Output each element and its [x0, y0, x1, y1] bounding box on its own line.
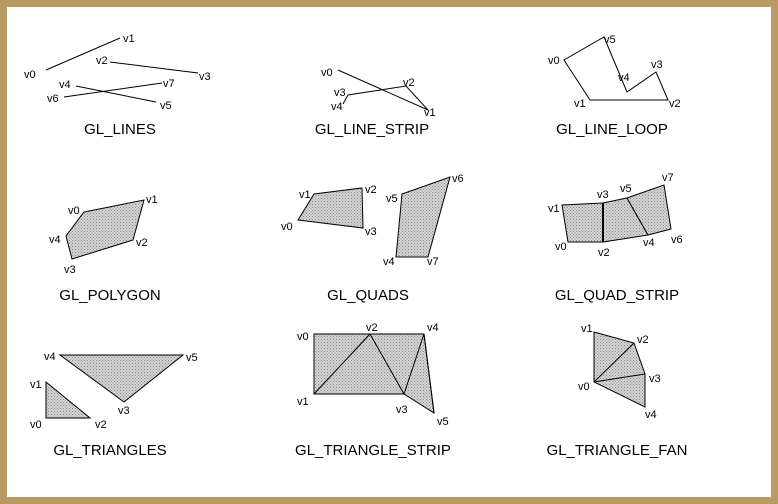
vertex-label: v4: [331, 101, 343, 113]
line-v6-v7: [63, 82, 163, 98]
vertex-label: v6: [671, 234, 683, 246]
panel-gl-triangle-strip: [313, 333, 435, 414]
vertex-label: v3: [396, 404, 408, 416]
vertex-label: v1: [297, 396, 309, 408]
vertex-label: v2: [403, 77, 415, 89]
vertex-label: v2: [136, 237, 148, 249]
vertex-label: v3: [649, 373, 661, 385]
vertex-label: v4: [59, 79, 71, 91]
vertex-label: v2: [365, 184, 377, 196]
vertex-label: v3: [651, 59, 663, 71]
vertex-label: v0: [555, 241, 567, 253]
quad-v4-v7: [395, 176, 451, 258]
vertex-label: v7: [427, 256, 439, 268]
vertex-label: v3: [334, 87, 346, 99]
triangle-fan-edges: [593, 342, 646, 383]
vertex-label: v5: [604, 34, 616, 46]
panel-gl-polygon: [65, 199, 145, 260]
vertex-label: v2: [96, 55, 108, 67]
vertex-label: v2: [598, 247, 610, 259]
vertex-label: v7: [662, 172, 674, 184]
vertex-label: v0: [578, 381, 590, 393]
vertex-label: v1: [30, 379, 42, 391]
vertex-label: v7: [163, 78, 175, 90]
primitive-label: GL_QUAD_STRIP: [555, 287, 679, 304]
vertex-label: v1: [299, 189, 311, 201]
primitive-label: GL_LINE_STRIP: [315, 121, 429, 138]
primitive-label: GL_LINES: [84, 121, 156, 138]
vertex-label: v0: [24, 69, 36, 81]
vertex-label: v1: [581, 323, 593, 335]
vertex-label: v5: [386, 193, 398, 205]
primitive-label: GL_LINE_LOOP: [556, 121, 668, 138]
quad-strip-q1: [561, 202, 604, 243]
vertex-label: v2: [669, 98, 681, 110]
vertex-label: v0: [548, 55, 560, 67]
vertex-label: v1: [146, 194, 158, 206]
vertex-label: v0: [281, 221, 293, 233]
line-v0-v1: [45, 37, 121, 71]
triangle-v3-v5: [58, 354, 185, 403]
vertex-label: v5: [620, 183, 632, 195]
vertex-label: v4: [427, 322, 439, 334]
triangle-v0-v2: [45, 380, 92, 419]
vertex-label: v5: [160, 100, 172, 112]
vertex-label: v1: [548, 203, 560, 215]
vertex-label: v3: [118, 405, 130, 417]
vertex-label: v5: [437, 416, 449, 428]
vertex-label: v2: [637, 334, 649, 346]
vertex-label: v1: [123, 33, 135, 45]
panel-gl-line-strip: [337, 69, 429, 111]
vertex-label: v2: [95, 419, 107, 431]
vertex-label: v0: [321, 67, 333, 79]
vertex-label: v4: [383, 256, 395, 268]
quad-v0-v3: [297, 187, 364, 229]
vertex-label: v6: [452, 173, 464, 185]
panel-gl-lines: [45, 37, 199, 103]
line-v2-v3: [109, 61, 199, 74]
panel-gl-triangle-fan: [593, 331, 646, 408]
vertex-label: v3: [64, 264, 76, 276]
vertex-label: v4: [49, 234, 61, 246]
vertex-label: v0: [30, 419, 42, 431]
vertex-label: v3: [199, 71, 211, 83]
vertex-label: v3: [597, 189, 609, 201]
vertex-label: v1: [424, 107, 436, 119]
vertex-label: v0: [297, 331, 309, 343]
line-v4-v5: [75, 85, 157, 103]
primitive-label: GL_TRIANGLES: [53, 442, 166, 459]
vertex-label: v2: [366, 322, 378, 334]
quad-strip-q3: [626, 184, 672, 236]
panel-gl-line-loop: [563, 36, 669, 101]
primitive-label: GL_TRIANGLE_STRIP: [295, 442, 451, 459]
vertex-label: v4: [645, 409, 657, 421]
vertex-label: v4: [643, 237, 655, 249]
vertex-label: v3: [365, 226, 377, 238]
vertex-label: v6: [47, 93, 59, 105]
primitive-label: GL_QUADS: [327, 287, 409, 304]
vertex-label: v4: [44, 351, 56, 363]
triangle-strip-edges: [313, 333, 435, 414]
vertex-label: v0: [68, 205, 80, 217]
vertex-label: v5: [186, 352, 198, 364]
vertex-label: v1: [574, 98, 586, 110]
vertex-label: v4: [618, 72, 630, 84]
primitive-label: GL_POLYGON: [59, 287, 160, 304]
primitive-label: GL_TRIANGLE_FAN: [547, 442, 688, 459]
